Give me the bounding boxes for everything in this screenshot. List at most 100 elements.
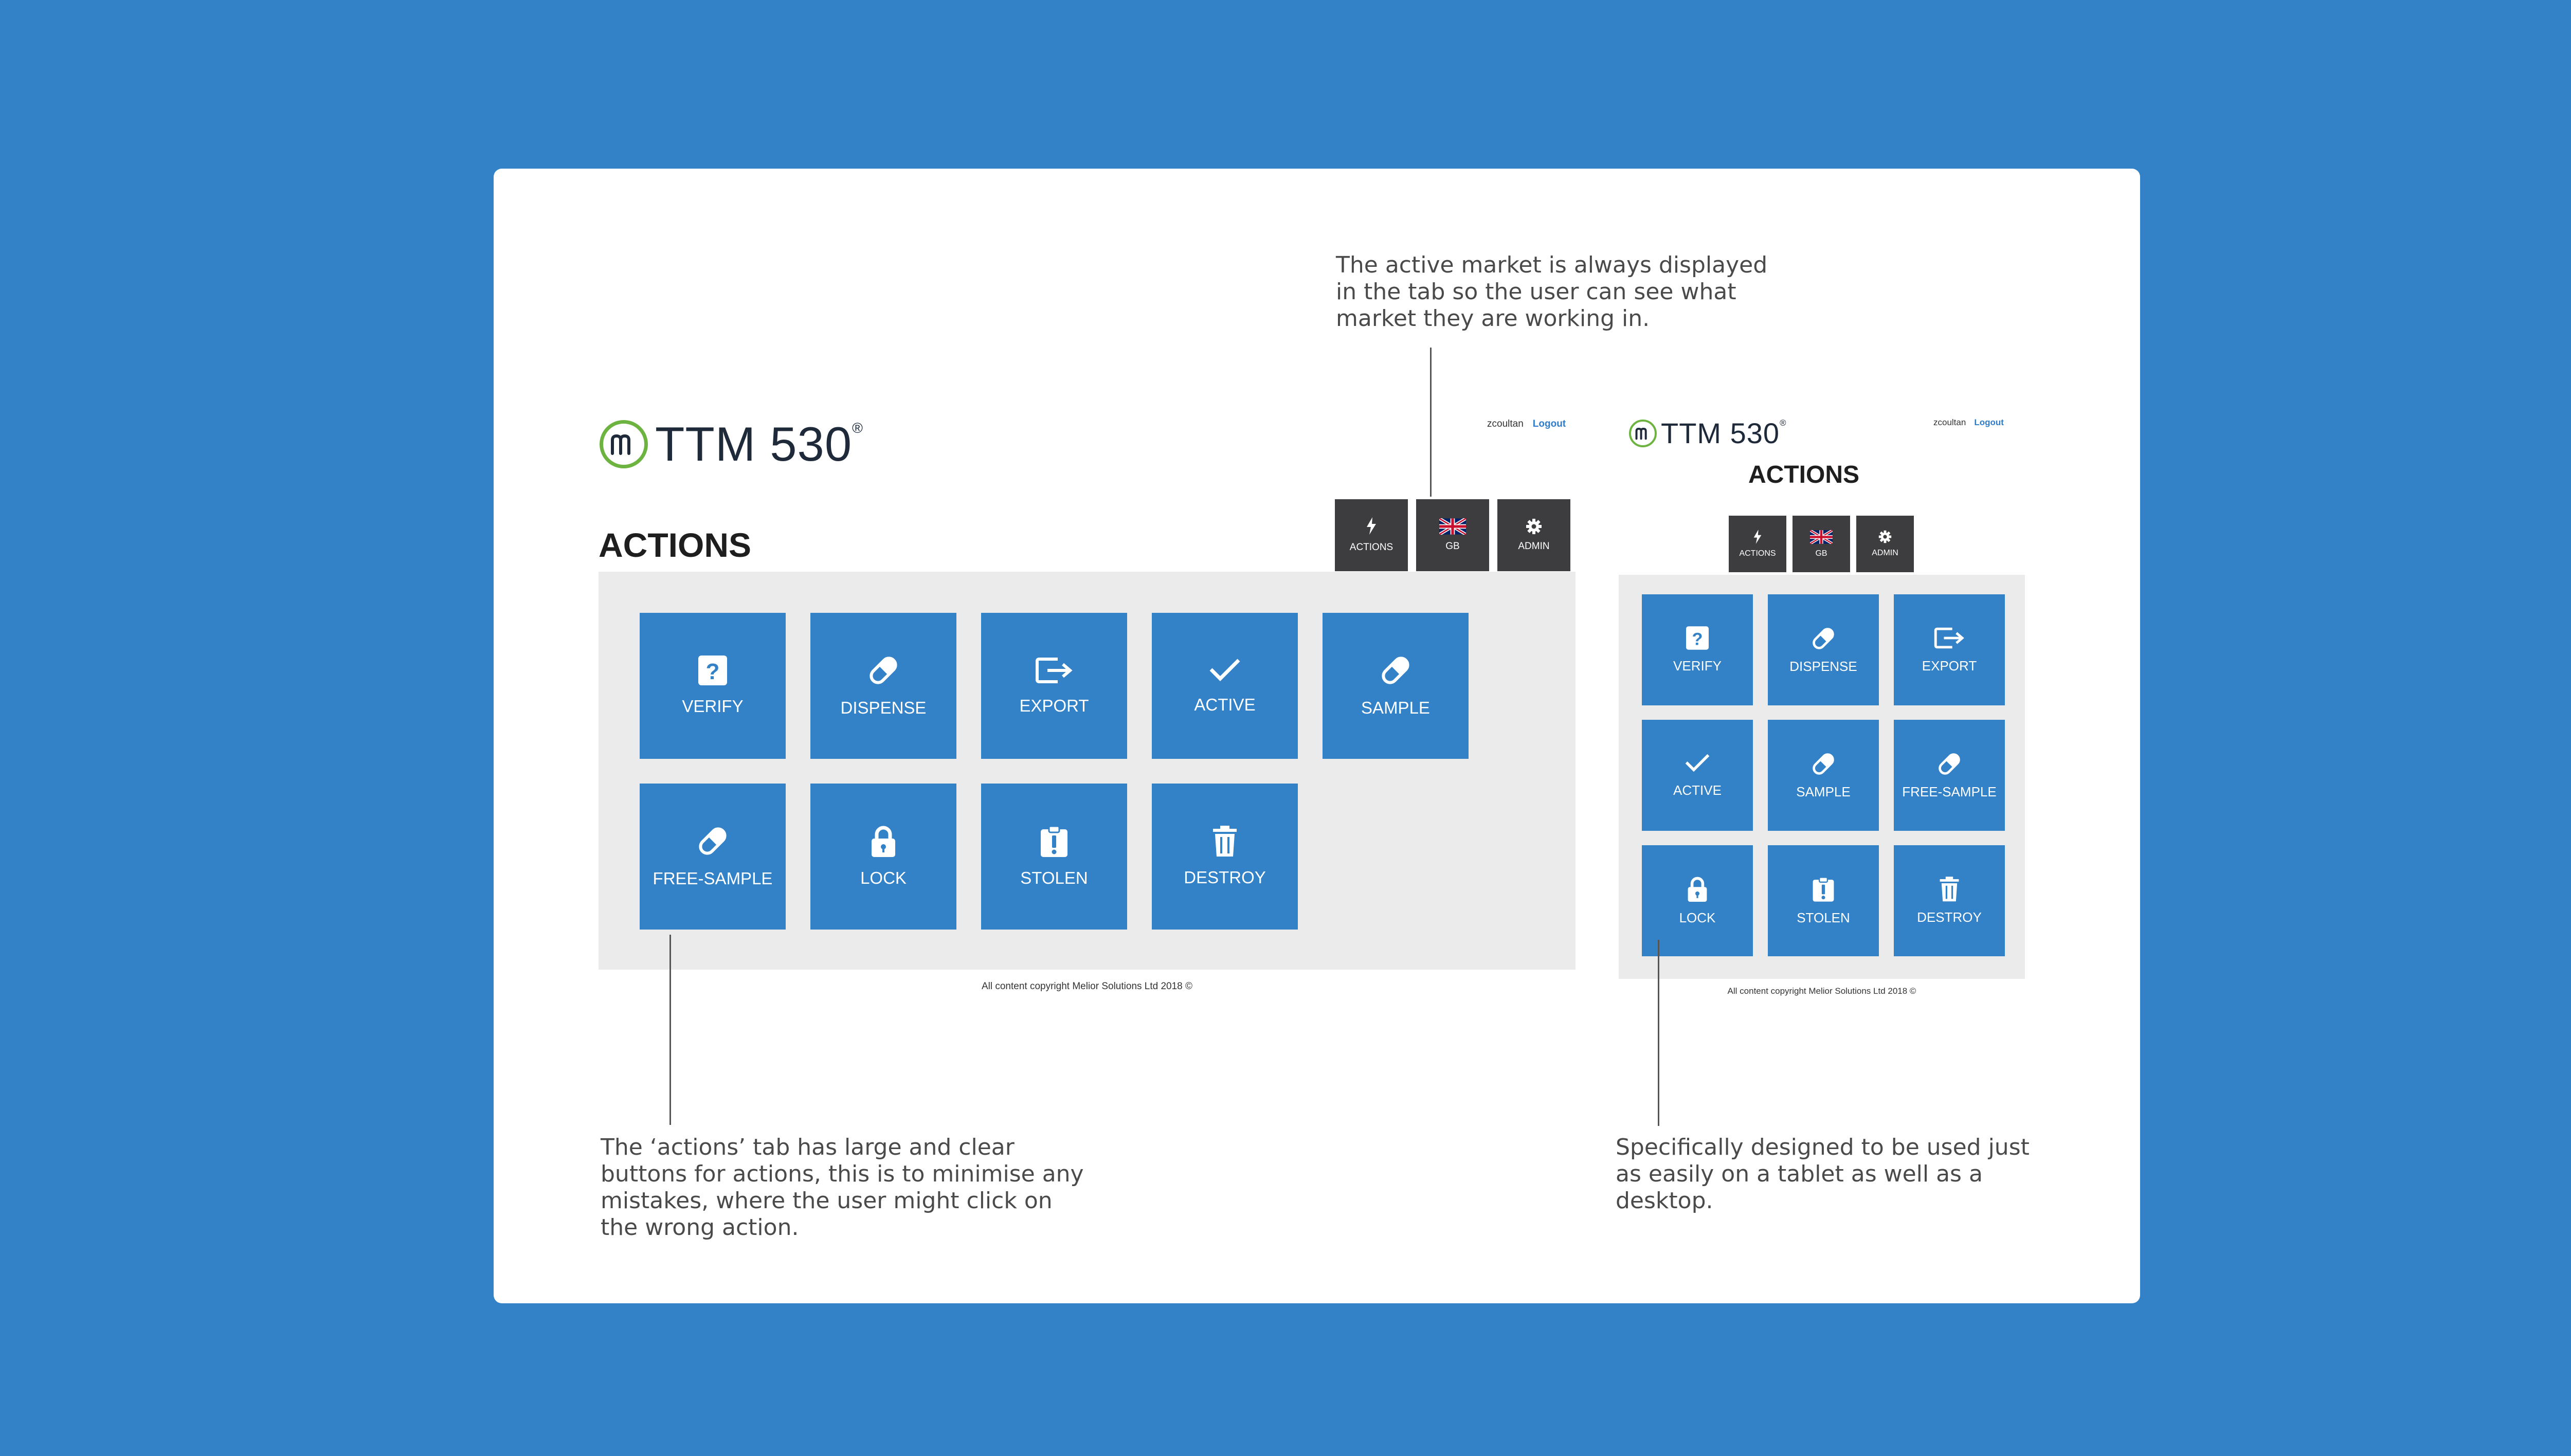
logo-mark-icon bbox=[600, 420, 648, 468]
tile-label: DISPENSE bbox=[1789, 658, 1857, 674]
sample-button[interactable]: SAMPLE bbox=[1323, 613, 1469, 759]
tab-label: ADMIN bbox=[1518, 541, 1550, 552]
check-icon bbox=[1685, 754, 1710, 772]
trash-icon bbox=[1213, 826, 1237, 857]
logo-registered: ® bbox=[1780, 418, 1787, 428]
trash-icon bbox=[1940, 876, 1959, 901]
desktop-tab-bar: ACTIONS GB bbox=[1335, 499, 1570, 571]
tab-market-gb[interactable]: GB bbox=[1793, 516, 1850, 572]
destroy-button[interactable]: DESTROY bbox=[1894, 845, 2005, 956]
tile-label: DISPENSE bbox=[840, 698, 927, 717]
desktop-footer: All content copyright Melior Solutions L… bbox=[981, 981, 1193, 992]
export-icon bbox=[1934, 627, 1964, 648]
tile-label: ACTIVE bbox=[1194, 695, 1256, 714]
stolen-button[interactable]: STOLEN bbox=[1768, 845, 1879, 956]
logo-text: TTM 530 bbox=[655, 417, 853, 471]
annotation-tablet-line bbox=[1658, 940, 1659, 1126]
tile-label: FREE-SAMPLE bbox=[1902, 784, 1997, 799]
tile-label: EXPORT bbox=[1922, 658, 1977, 674]
tablet-logo: TTM 530® bbox=[1629, 416, 1786, 450]
question-icon: ? bbox=[1686, 626, 1709, 650]
tab-market-gb[interactable]: GB bbox=[1416, 499, 1489, 571]
tile-label: STOLEN bbox=[1020, 868, 1088, 887]
tile-label: VERIFY bbox=[682, 697, 744, 716]
pill-icon bbox=[1382, 657, 1409, 684]
destroy-button[interactable]: DESTROY bbox=[1152, 784, 1298, 930]
pill-icon bbox=[1939, 753, 1960, 775]
verify-button[interactable]: ? VERIFY bbox=[640, 613, 786, 759]
username: zcoultan bbox=[1487, 418, 1524, 429]
lock-button[interactable]: LOCK bbox=[810, 784, 956, 930]
presentation-card: The active market is always displayed in… bbox=[494, 169, 2140, 1303]
lock-button[interactable]: LOCK bbox=[1642, 845, 1753, 956]
tile-label: DESTROY bbox=[1917, 909, 1982, 925]
desktop-actions-panel: ? VERIFY DISPENSE EXPORT ACTIVE SAMPLE F… bbox=[599, 572, 1576, 970]
tablet-tab-bar: ACTIONS GB bbox=[1729, 516, 1914, 572]
gear-icon bbox=[1878, 530, 1892, 543]
svg-text:?: ? bbox=[706, 659, 720, 684]
free-sample-button[interactable]: FREE-SAMPLE bbox=[640, 784, 786, 930]
export-button[interactable]: EXPORT bbox=[981, 613, 1127, 759]
tile-label: LOCK bbox=[860, 868, 907, 887]
pill-icon bbox=[870, 657, 897, 684]
desktop-logo: TTM 530® bbox=[600, 416, 863, 472]
verify-button[interactable]: ? VERIFY bbox=[1642, 594, 1753, 705]
tab-label: ACTIONS bbox=[1739, 549, 1776, 558]
annotation-tablet: Specifically designed to be used just as… bbox=[1616, 1134, 2030, 1214]
free-sample-button[interactable]: FREE-SAMPLE bbox=[1894, 720, 2005, 831]
question-icon: ? bbox=[698, 656, 727, 685]
username: zcoultan bbox=[1933, 417, 1966, 427]
logo-registered: ® bbox=[852, 419, 863, 436]
tab-actions[interactable]: ACTIONS bbox=[1335, 499, 1408, 571]
uk-flag-icon bbox=[1810, 530, 1833, 544]
bolt-icon bbox=[1753, 530, 1762, 544]
active-button[interactable]: ACTIVE bbox=[1152, 613, 1298, 759]
check-icon bbox=[1209, 659, 1240, 681]
annotation-actions-line bbox=[669, 935, 671, 1125]
tile-label: FREE-SAMPLE bbox=[653, 869, 773, 888]
pill-icon bbox=[1813, 627, 1834, 649]
gear-icon bbox=[1526, 519, 1542, 534]
tab-label: GB bbox=[1815, 549, 1827, 558]
tab-admin[interactable]: ADMIN bbox=[1856, 516, 1914, 572]
tile-label: DESTROY bbox=[1184, 868, 1266, 887]
alert-clipboard-icon bbox=[1041, 825, 1067, 857]
pill-icon bbox=[1813, 753, 1834, 775]
desktop-page-title: ACTIONS bbox=[599, 526, 751, 564]
tab-label: ADMIN bbox=[1872, 549, 1898, 557]
alert-clipboard-icon bbox=[1813, 876, 1834, 902]
tablet-footer: All content copyright Melior Solutions L… bbox=[1727, 986, 1916, 996]
export-button[interactable]: EXPORT bbox=[1894, 594, 2005, 705]
pill-icon bbox=[699, 827, 727, 855]
tile-label: VERIFY bbox=[1673, 658, 1722, 674]
tab-admin[interactable]: ADMIN bbox=[1497, 499, 1570, 571]
sample-button[interactable]: SAMPLE bbox=[1768, 720, 1879, 831]
desktop-user-box: zcoultan Logout bbox=[1487, 418, 1566, 430]
tab-actions[interactable]: ACTIONS bbox=[1729, 516, 1786, 572]
logo-mark-icon bbox=[1629, 419, 1657, 447]
tile-label: SAMPLE bbox=[1361, 698, 1430, 717]
logout-link[interactable]: Logout bbox=[1532, 418, 1566, 429]
annotation-market: The active market is always displayed in… bbox=[1336, 252, 1768, 332]
logo-text: TTM 530 bbox=[1661, 417, 1780, 449]
lock-icon bbox=[872, 826, 895, 857]
active-button[interactable]: ACTIVE bbox=[1642, 720, 1753, 831]
tile-label: STOLEN bbox=[1797, 909, 1850, 925]
lock-icon bbox=[1688, 877, 1707, 902]
tablet-actions-panel: ? VERIFY DISPENSE EXPORT ACTIVE SAMPLE F… bbox=[1619, 575, 2025, 979]
bolt-icon bbox=[1367, 517, 1376, 535]
svg-text:?: ? bbox=[1692, 629, 1703, 649]
annotation-market-line bbox=[1430, 348, 1432, 497]
tablet-page-title: ACTIONS bbox=[1748, 461, 1859, 488]
export-icon bbox=[1036, 658, 1073, 683]
logout-link[interactable]: Logout bbox=[1974, 417, 2004, 427]
tab-label: GB bbox=[1445, 541, 1460, 552]
stolen-button[interactable]: STOLEN bbox=[981, 784, 1127, 930]
annotation-actions-tab: The ‘actions’ tab has large and clear bu… bbox=[601, 1134, 1084, 1241]
tile-label: LOCK bbox=[1679, 909, 1716, 925]
tile-label: ACTIVE bbox=[1673, 782, 1722, 798]
tile-label: EXPORT bbox=[1019, 696, 1089, 715]
dispense-button[interactable]: DISPENSE bbox=[1768, 594, 1879, 705]
tile-label: SAMPLE bbox=[1796, 784, 1851, 799]
dispense-button[interactable]: DISPENSE bbox=[810, 613, 956, 759]
